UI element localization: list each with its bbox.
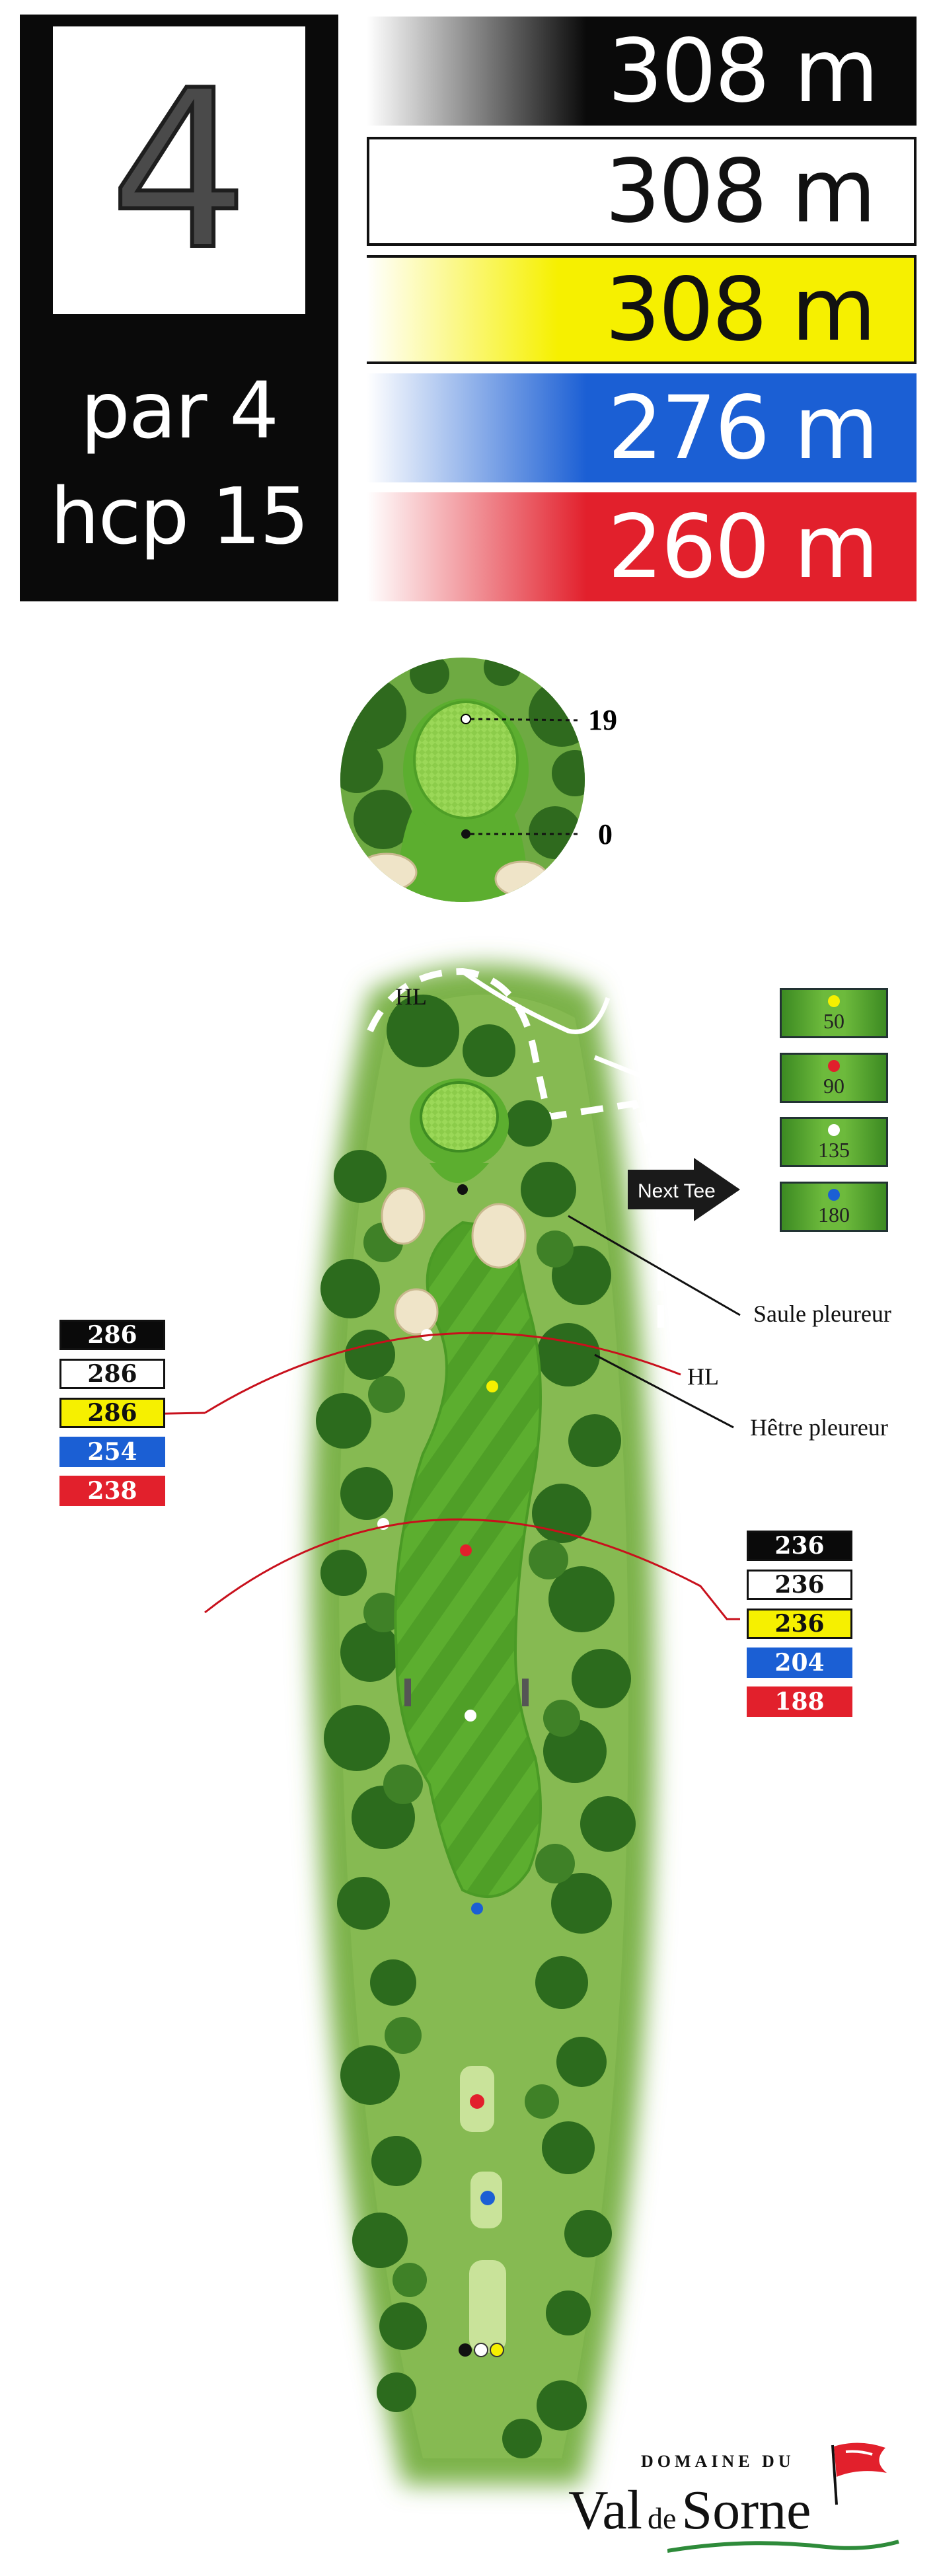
brand-name-left: Val [568,2480,642,2541]
green-back-marker [461,714,471,724]
hole-par: par 4 [80,365,279,456]
yardage-dot-blue [828,1189,840,1201]
yardage-dot-red [828,1060,840,1072]
tree-cluster-right [387,995,636,2458]
yardage-card-90: 90 [780,1053,888,1103]
fairway [394,1221,542,1898]
green-front-marker [461,829,470,839]
path-line [461,969,662,1086]
plate-right-yellow: 236 [747,1609,852,1639]
hole-number: 4 [108,43,250,297]
tree-cluster-right-light [525,1231,580,2119]
green-front-distance: 0 [598,818,613,851]
post-right [522,1679,529,1706]
marker-blue [471,1903,483,1914]
yardage-value: 180 [818,1203,850,1227]
yardage-card-50: 50 [780,988,888,1038]
brand-top: DOMAINE DU [641,2452,795,2471]
yardage-dot-white [828,1124,840,1136]
yardage-value: 90 [823,1074,844,1098]
plate-left-blue: 254 [59,1437,165,1467]
tree-cluster-left-light [363,1223,427,2297]
pin-marker [457,1184,468,1195]
tree-label-hetre: Hêtre pleureur [750,1414,888,1441]
distance-arc-lower [204,1518,740,1620]
bunker-right [471,1203,527,1269]
plate-right-white: 236 [747,1570,852,1600]
tee-distance-black: 308 m [367,17,917,126]
tee-distance-blue: 276 m [367,373,917,482]
post-left [404,1679,411,1706]
marker-yellow [486,1381,498,1392]
plate-left-black: 286 [59,1320,165,1350]
swoosh-icon [667,2540,899,2553]
bunker-left [381,1187,426,1245]
hole-layout [311,965,664,2485]
tee-blue-marker [480,2191,495,2205]
saule-leader [568,1215,741,1316]
tee-distance-red: 260 m [367,492,917,601]
tee-distance-white: 308 m [367,137,917,246]
hole-panel: 4 par 4 hcp 15 [20,15,338,601]
yardage-value: 50 [823,1009,844,1033]
hazard-label-top: HL [395,983,427,1010]
tee-distance-yellow: 308 m [367,255,917,364]
plate-left-white: 286 [59,1359,165,1389]
green-inset [340,658,585,902]
tee-black-marker [459,2343,472,2357]
tee-box-back [469,2260,506,2353]
hetre-leader [594,1353,734,1429]
marker-white-low [465,1710,476,1722]
brand-name-right: Sorne [681,2480,811,2541]
plate-left-yellow: 286 [59,1398,165,1428]
plate-right-blue: 204 [747,1648,852,1678]
bunker-fairway [394,1288,439,1336]
tree-cluster-left [316,1150,427,2412]
tree-label-saule: Saule pleureur [753,1301,891,1327]
distance-arc-upper [204,1332,681,1414]
brand-name-mid: de [647,2501,677,2535]
tee-red-marker [470,2094,484,2109]
green [420,1081,499,1153]
flag-icon [831,2443,887,2505]
course-map: 19 0 [131,658,891,2485]
next-tee-arrow[interactable] [628,1158,740,1221]
yardage-card-180: 180 [780,1182,888,1232]
plate-right-black: 236 [747,1531,852,1561]
hole-number-box: 4 [53,26,305,314]
hole-handicap: hcp 15 [50,471,309,562]
hazard-line [367,967,664,1342]
yardage-card-135: 135 [780,1117,888,1167]
yardage-value: 135 [818,1138,850,1162]
next-tee-label: Next Tee [638,1180,716,1202]
tee-yellow-marker [490,2343,504,2357]
hazard-label-right: HL [687,1363,719,1390]
green-back-distance: 19 [588,704,617,736]
yardage-dot-yellow [828,995,840,1007]
marker-red [460,1544,472,1556]
plate-right-red: 188 [747,1686,852,1717]
plate-left-red: 238 [59,1476,165,1506]
tee-white-marker [474,2343,488,2357]
